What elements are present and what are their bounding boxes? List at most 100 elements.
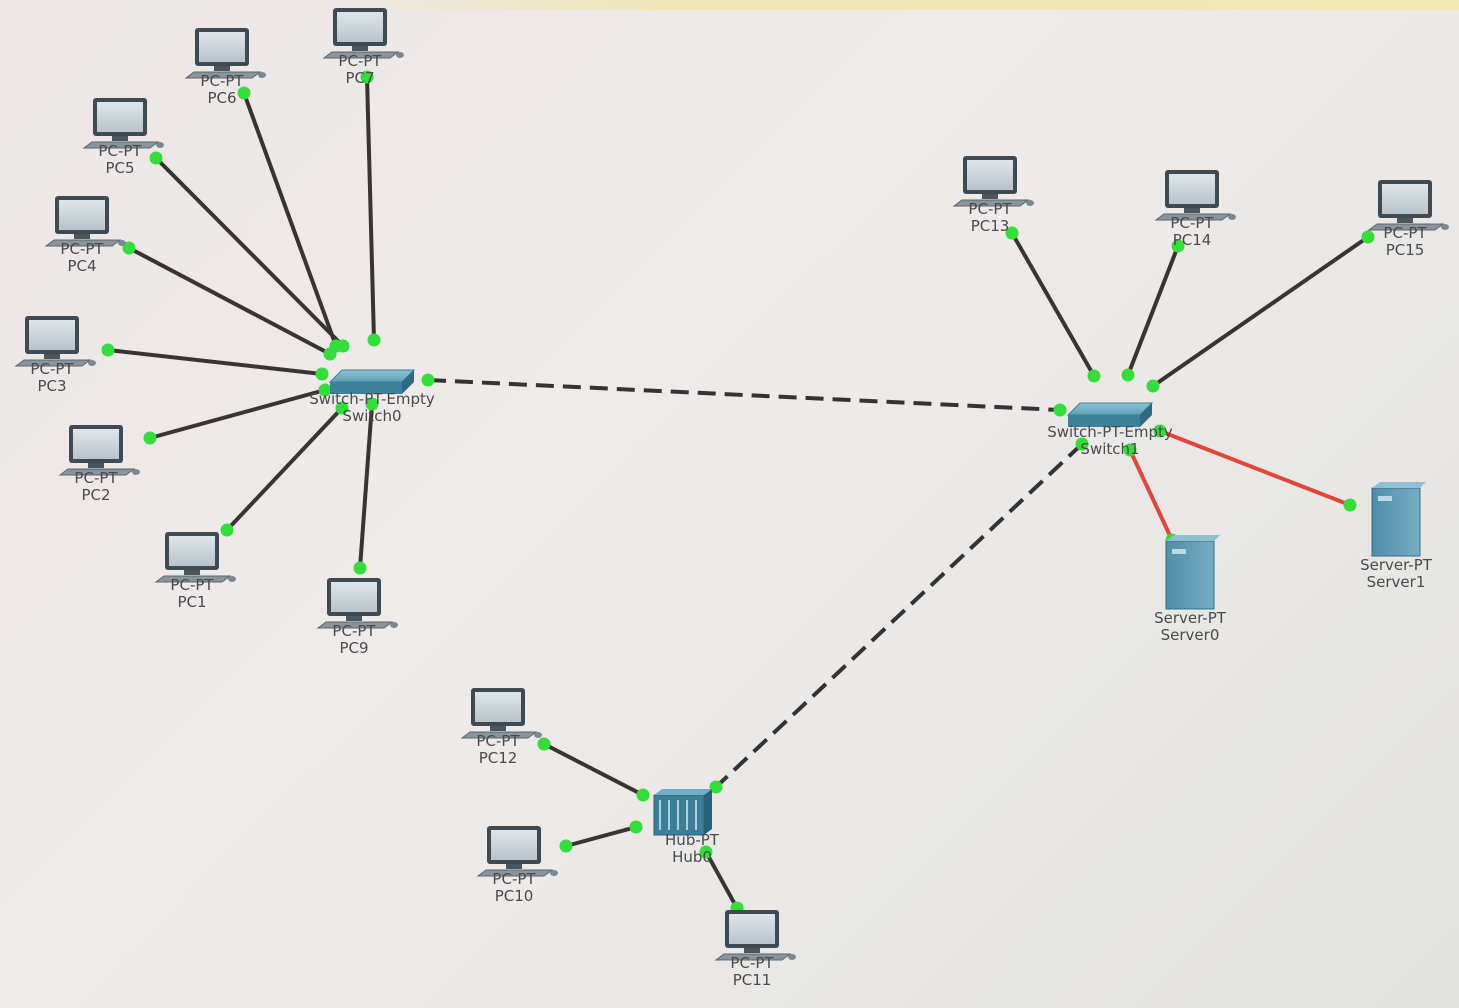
device-name-label: PC1 xyxy=(177,593,206,611)
keyboard xyxy=(952,199,1030,207)
link-pc11-hub0[interactable] xyxy=(704,851,739,909)
link-pc2-switch0[interactable] xyxy=(149,388,326,440)
mouse xyxy=(88,360,96,366)
server-drive-bay xyxy=(1172,549,1186,554)
link-switch1-hub0[interactable] xyxy=(714,442,1084,789)
link-switch1-server0[interactable] xyxy=(1128,449,1174,541)
link-pc6-switch0[interactable] xyxy=(242,92,338,347)
monitor-stand xyxy=(982,194,998,199)
device-model-label: PC-PT xyxy=(30,360,74,378)
device-name-label: PC13 xyxy=(971,217,1010,235)
monitor-screen xyxy=(331,582,377,612)
port-light xyxy=(365,397,379,411)
port-light xyxy=(318,383,332,397)
port-light xyxy=(315,367,329,381)
link-switch1-server1[interactable] xyxy=(1159,429,1351,507)
link-pc13-switch1[interactable] xyxy=(1010,232,1096,377)
link-pc7-switch0[interactable] xyxy=(365,76,376,341)
keyboard xyxy=(476,869,554,877)
server-drive-bay xyxy=(1378,496,1392,501)
port-light xyxy=(1053,403,1067,417)
keyboard xyxy=(322,51,400,59)
port-light xyxy=(1123,443,1137,457)
mouse xyxy=(258,72,266,78)
device-model-label: PC-PT xyxy=(338,52,382,70)
monitor-stand xyxy=(184,570,200,575)
device-name-label: PC6 xyxy=(207,89,236,107)
port-light xyxy=(149,151,163,165)
device-model-label: PC-PT xyxy=(730,954,774,972)
device-model-label: PC-PT xyxy=(60,240,104,258)
port-light xyxy=(1005,226,1019,240)
link-pc4-switch0[interactable] xyxy=(128,246,331,356)
link-pc14-switch1[interactable] xyxy=(1126,245,1180,376)
port-light xyxy=(1075,437,1089,451)
link-pc5-switch0[interactable] xyxy=(154,156,345,348)
device-name-label: PC14 xyxy=(1173,231,1212,249)
monitor-stand xyxy=(44,354,60,359)
device-model-label: Switch-PT-Empty xyxy=(309,390,435,408)
device-model-label: PC-PT xyxy=(170,576,214,594)
device-name-label: PC12 xyxy=(479,749,518,767)
link-pc10-hub0[interactable] xyxy=(565,825,637,848)
device-model-label: PC-PT xyxy=(332,622,376,640)
monitor-stand xyxy=(88,463,104,468)
device-name-label: Hub0 xyxy=(672,848,712,866)
monitor-screen xyxy=(29,320,75,350)
link-pc9-switch0[interactable] xyxy=(358,403,374,569)
link-pc3-switch0[interactable] xyxy=(107,348,323,376)
keyboard xyxy=(58,468,136,476)
switch-side xyxy=(402,370,414,394)
link-switch0-switch1[interactable] xyxy=(427,378,1061,412)
mouse xyxy=(788,954,796,960)
monitor-screen xyxy=(729,914,775,944)
monitor-stand xyxy=(744,948,760,953)
mouse xyxy=(1441,224,1449,230)
keyboard xyxy=(1367,223,1445,231)
port-light xyxy=(1361,230,1375,244)
mouse xyxy=(1228,214,1236,220)
monitor-screen xyxy=(967,160,1013,190)
monitor-screen xyxy=(59,200,105,230)
server-top xyxy=(1166,535,1220,541)
device-name-label: PC10 xyxy=(495,887,534,905)
switch-front xyxy=(330,382,402,394)
link-pc1-switch0[interactable] xyxy=(225,406,344,532)
mouse xyxy=(396,52,404,58)
monitor-screen xyxy=(491,830,537,860)
links-layer xyxy=(107,76,1370,909)
device-name-label: Server0 xyxy=(1161,626,1220,644)
link-pc15-switch1[interactable] xyxy=(1151,235,1370,388)
monitor-stand xyxy=(352,46,368,51)
monitor-screen xyxy=(97,102,143,132)
keyboard xyxy=(154,575,232,583)
device-model-label: PC-PT xyxy=(200,72,244,90)
device-name-label: Server1 xyxy=(1367,573,1426,591)
device-name-label: PC2 xyxy=(81,486,110,504)
link-pc12-hub0[interactable] xyxy=(543,742,644,797)
switch-front xyxy=(1068,415,1140,427)
monitor-screen xyxy=(1382,184,1428,214)
mouse xyxy=(156,142,164,148)
switch-top xyxy=(328,369,416,383)
